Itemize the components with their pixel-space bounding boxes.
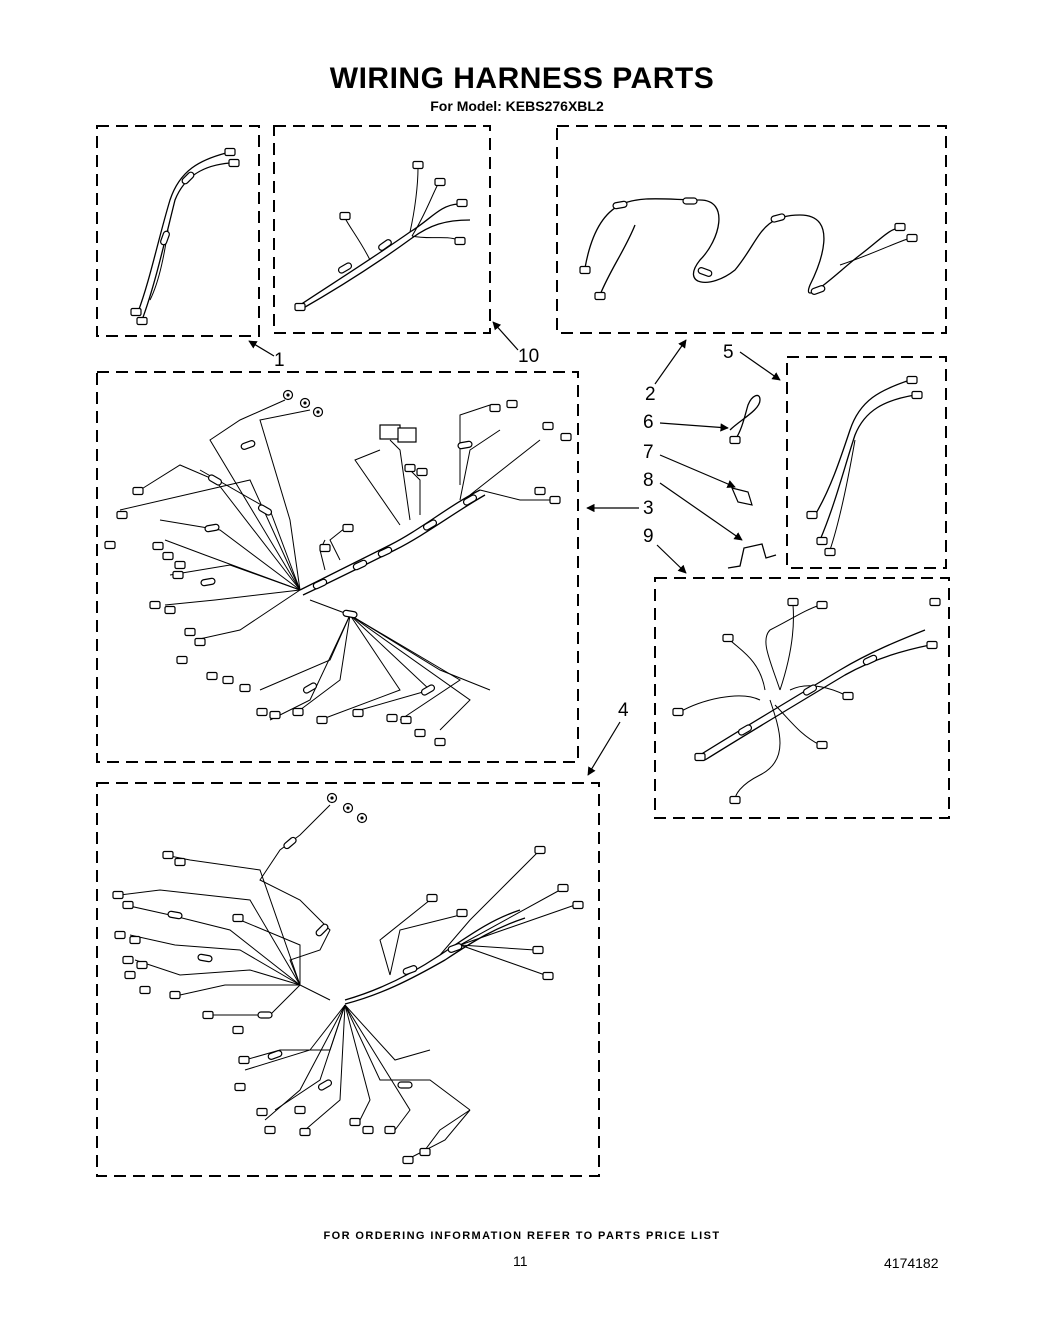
part-4-harness	[96, 782, 600, 1177]
part-3-harness	[96, 371, 579, 763]
callout-5: 5	[723, 342, 734, 363]
part-6-wire-tie	[729, 394, 761, 445]
page-number: 11	[513, 1253, 528, 1269]
page-title: WIRING HARNESS PARTS	[329, 62, 715, 95]
part-9-harness	[654, 577, 950, 819]
callout-labels: 1 10 2 5 6 7 3 8 9 4	[274, 342, 734, 721]
callout-3: 3	[643, 498, 654, 519]
callout-2: 2	[645, 384, 656, 405]
callout-7: 7	[643, 442, 654, 463]
leader-arrows	[248, 321, 781, 776]
callout-6: 6	[643, 412, 654, 433]
callout-4: 4	[618, 700, 629, 721]
callout-9: 9	[643, 526, 654, 547]
document-number: 4174182	[884, 1255, 939, 1271]
part-5-harness	[786, 356, 947, 569]
part-2-harness	[556, 125, 947, 334]
part-8-bracket	[727, 543, 777, 569]
part-7-clip	[730, 487, 753, 506]
ordering-info-note: FOR ORDERING INFORMATION REFER TO PARTS …	[323, 1230, 721, 1242]
callout-8: 8	[643, 470, 654, 491]
callout-10: 10	[518, 346, 539, 367]
part-10-harness	[273, 125, 491, 334]
part-1-harness	[96, 125, 260, 337]
model-subtitle: For Model: KEBS276XBL2	[430, 98, 604, 114]
callout-1: 1	[274, 350, 285, 371]
